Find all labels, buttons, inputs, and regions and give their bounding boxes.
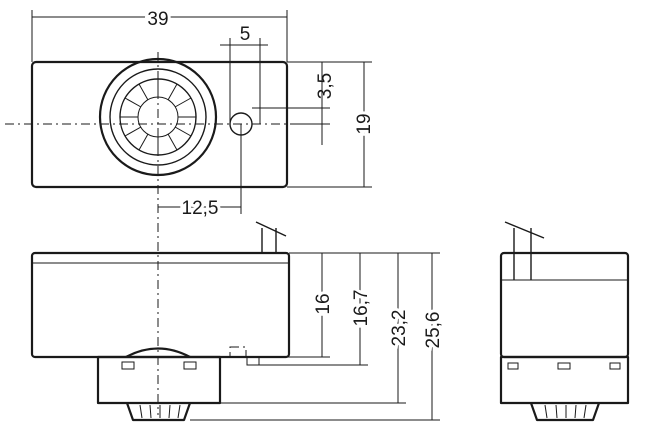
dimension-39: 39 bbox=[31, 6, 288, 62]
side-window-left bbox=[507, 362, 519, 370]
sensor-lens-ring bbox=[109, 68, 207, 166]
side-view-housing bbox=[499, 251, 630, 359]
side-cable bbox=[504, 221, 545, 280]
dimension-label-5: 5 bbox=[240, 24, 251, 45]
dimension-16-7: 16,7 bbox=[259, 253, 375, 366]
dimension-label-3-5: 3,5 bbox=[315, 73, 336, 99]
front-window-left bbox=[121, 361, 135, 370]
side-window-center bbox=[557, 362, 571, 370]
front-cable bbox=[255, 221, 287, 253]
top-view bbox=[5, 52, 300, 415]
dimension-23-2: 23,2 bbox=[220, 253, 413, 404]
dimension-12-5: 12,5 bbox=[158, 124, 242, 222]
front-view-base bbox=[96, 355, 222, 405]
dimension-25-6: 25,6 bbox=[190, 253, 447, 421]
side-window-right bbox=[609, 362, 621, 370]
dimension-label-12-5: 12,5 bbox=[182, 198, 219, 219]
dimension-label-16-7: 16,7 bbox=[351, 290, 372, 327]
dimension-label-23-2: 23,2 bbox=[389, 310, 410, 347]
side-view-lens bbox=[529, 402, 601, 422]
dimension-19: 19 bbox=[287, 61, 378, 188]
dimension-label-25-6: 25,6 bbox=[423, 312, 444, 349]
front-view bbox=[30, 221, 291, 422]
side-view-base bbox=[499, 355, 630, 405]
dimension-16: 16 bbox=[259, 252, 440, 358]
front-window-right bbox=[183, 361, 197, 370]
dimension-label-19: 19 bbox=[354, 113, 375, 134]
front-led-detail bbox=[229, 346, 247, 358]
front-led-bottom bbox=[246, 356, 260, 366]
side-view bbox=[499, 221, 630, 422]
side-lens-facets bbox=[544, 404, 587, 419]
dimension-3-5: 3,5 bbox=[252, 62, 336, 145]
dimension-5: 5 bbox=[220, 24, 268, 124]
front-view-dome-bump bbox=[125, 347, 191, 358]
front-view-housing bbox=[30, 251, 291, 359]
front-view-lens bbox=[125, 402, 192, 422]
front-lens-facets bbox=[139, 404, 181, 419]
dimension-label-16: 16 bbox=[313, 293, 334, 314]
dimension-label-39: 39 bbox=[147, 9, 168, 30]
